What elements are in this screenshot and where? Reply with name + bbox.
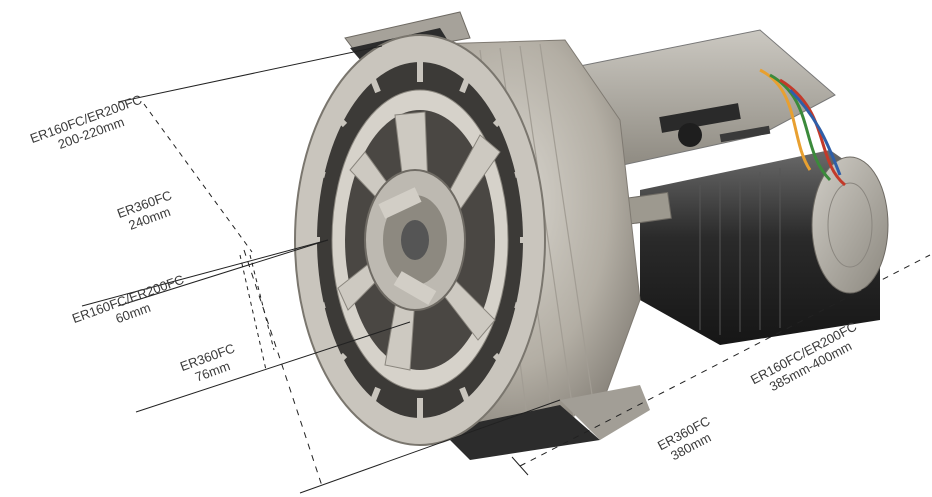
dimension-lines: [81, 45, 931, 494]
dim-shaft-dashed-b: [249, 254, 275, 351]
brake-assembly: [659, 103, 771, 147]
dim-shaft-bottom-line: [135, 321, 411, 413]
dim-shaft-top-line: [117, 239, 329, 307]
dim-shaft-dashed-a: [239, 254, 267, 371]
front-wheel: [294, 34, 546, 446]
motor-end-cap: [811, 156, 889, 294]
dim-length-dashed: [519, 254, 931, 467]
dim-overall-dashed: [243, 249, 323, 487]
dim-outer-top-line: [117, 45, 383, 103]
dim-outer-bottom-line: [81, 239, 329, 307]
dim-outer-dashed: [143, 103, 253, 253]
motor-illustration: [294, 11, 889, 460]
wires: [759, 68, 846, 187]
dim-length-tick: [511, 456, 529, 476]
bottom-bracket: [440, 405, 600, 460]
dim-bottom-line: [299, 399, 561, 494]
